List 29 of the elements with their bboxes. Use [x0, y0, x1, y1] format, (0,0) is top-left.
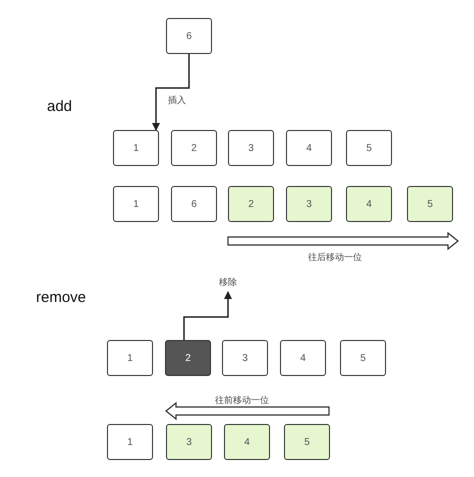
array-cell: 1 [107, 424, 153, 460]
section-heading: add [47, 98, 72, 115]
array-cell: 5 [284, 424, 330, 460]
array-cell: 3 [166, 424, 212, 460]
section-heading: remove [36, 289, 86, 306]
array-cell: 6 [171, 186, 217, 222]
array-cell: 5 [340, 340, 386, 376]
array-cell: 5 [407, 186, 453, 222]
array-cell: 1 [107, 340, 153, 376]
array-cell: 2 [165, 340, 211, 376]
array-cell: 1 [113, 130, 159, 166]
array-cell: 3 [222, 340, 268, 376]
array-cell: 4 [280, 340, 326, 376]
arrow [183, 291, 232, 340]
array-cell: 5 [346, 130, 392, 166]
edge-label: 插入 [168, 94, 186, 107]
array-cell: 1 [113, 186, 159, 222]
array-cell: 4 [346, 186, 392, 222]
edge-label: 移除 [219, 276, 237, 289]
array-cell: 3 [228, 130, 274, 166]
arrow-caption: 往前移动一位 [215, 394, 269, 407]
array-cell: 2 [171, 130, 217, 166]
array-cell: 3 [286, 186, 332, 222]
array-cell: 4 [286, 130, 332, 166]
array-cell: 4 [224, 424, 270, 460]
arrow [152, 54, 190, 131]
array-cell: 6 [166, 18, 212, 54]
arrow-caption: 往后移动一位 [308, 251, 362, 264]
array-cell: 2 [228, 186, 274, 222]
